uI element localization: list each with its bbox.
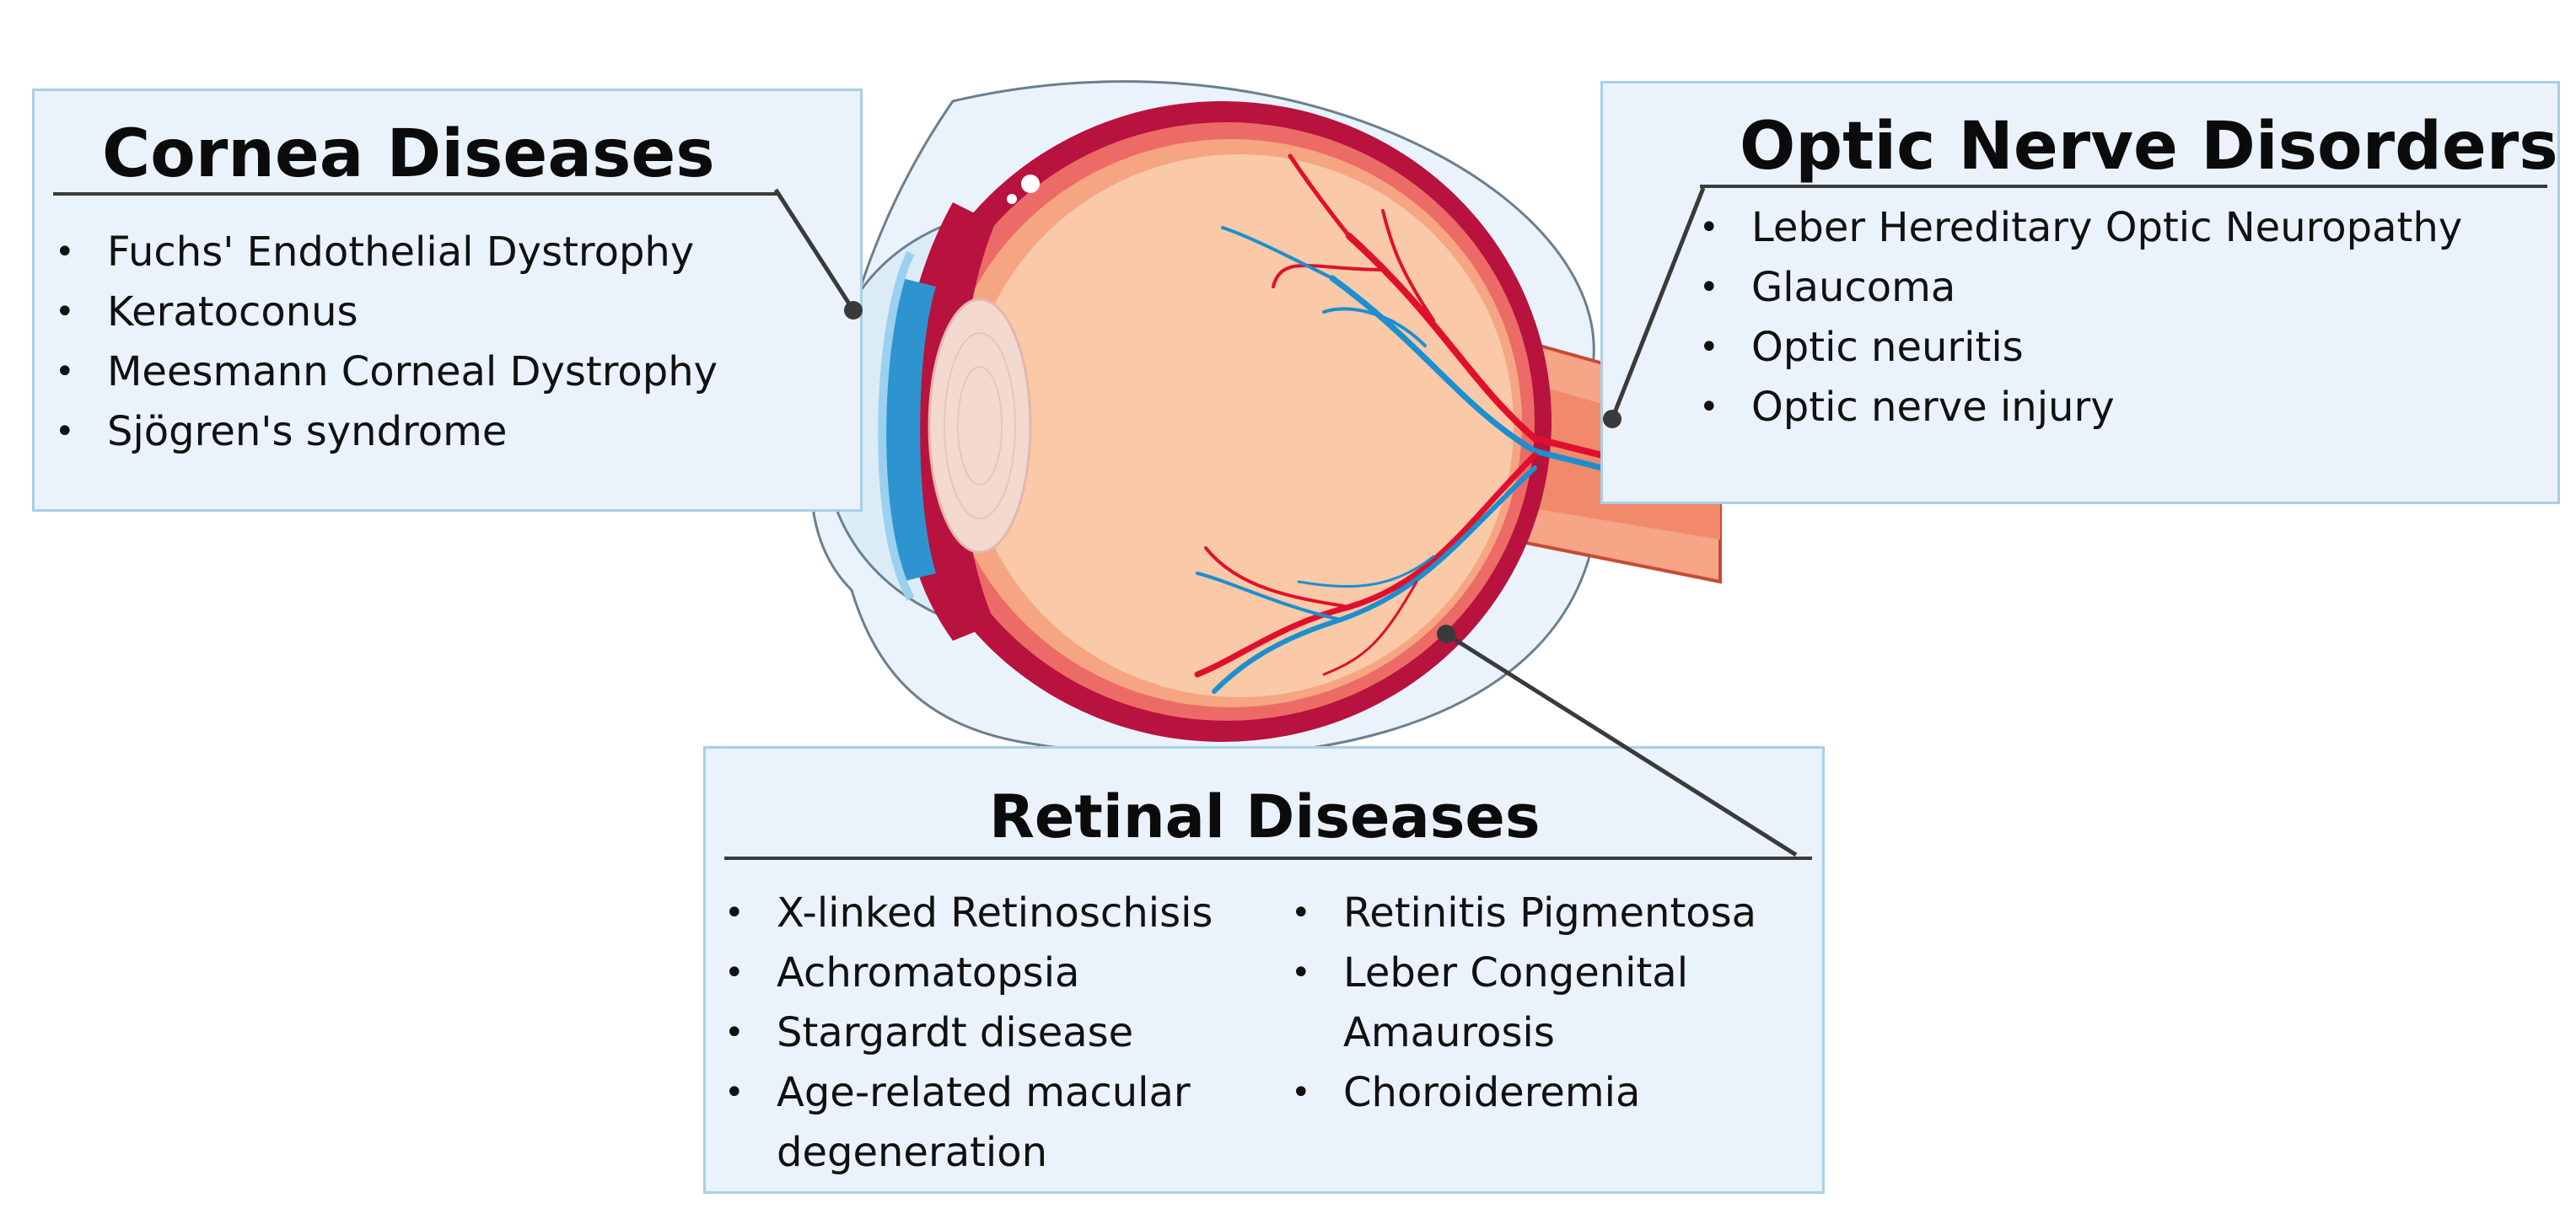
- vitreous-body: [965, 154, 1514, 697]
- cornea-disease-list: Fuchs' Endothelial Dystrophy Keratoconus…: [51, 223, 718, 462]
- optic-nerve-disorders-panel: Optic Nerve Disorders Leber Hereditary O…: [1600, 81, 2560, 504]
- list-item: Retinitis Pigmentosa: [1288, 884, 1756, 943]
- list-item: Leber Congenital Amaurosis: [1288, 943, 1748, 1063]
- iris-blue: [881, 278, 936, 582]
- list-item: Meesmann Corneal Dystrophy: [51, 342, 718, 402]
- optic-title-underline: [1700, 185, 2547, 188]
- retinal-vessels: [1194, 153, 1724, 694]
- list-item: Glaucoma: [1696, 258, 2462, 318]
- cornea-title-underline: [53, 192, 778, 196]
- retinal-disease-list-right: Retinitis Pigmentosa Leber Congenital Am…: [1288, 884, 1756, 1123]
- optic-nerve-disorders-title: Optic Nerve Disorders: [1740, 109, 2558, 185]
- retinal-diseases-title: Retinal Diseases: [989, 782, 1541, 851]
- list-item: Keratoconus: [51, 282, 718, 342]
- retinal-title-underline: [724, 857, 1812, 860]
- list-item: Stargardt disease: [721, 1003, 1232, 1063]
- list-item: Optic nerve injury: [1696, 378, 2462, 438]
- list-item: Choroideremia: [1288, 1063, 1756, 1123]
- list-item: X-linked Retinoschisis: [721, 884, 1232, 943]
- list-item: Age-related macular degeneration: [721, 1063, 1232, 1183]
- list-item: Optic neuritis: [1696, 318, 2462, 378]
- retinal-diseases-panel: Retinal Diseases X-linked Retinoschisis …: [703, 746, 1825, 1194]
- list-item: Achromatopsia: [721, 943, 1232, 1003]
- cornea-diseases-title: Cornea Diseases: [102, 116, 715, 192]
- list-item: Leber Hereditary Optic Neuropathy: [1696, 198, 2462, 258]
- cornea-diseases-panel: Cornea Diseases Fuchs' Endothelial Dystr…: [32, 89, 863, 512]
- optic-disorder-list: Leber Hereditary Optic Neuropathy Glauco…: [1696, 198, 2462, 438]
- cornea-inner: [878, 250, 915, 601]
- retinal-disease-list-left: X-linked Retinoschisis Achromatopsia Sta…: [721, 884, 1232, 1183]
- list-item: Fuchs' Endothelial Dystrophy: [51, 223, 718, 282]
- list-item: Sjögren's syndrome: [51, 402, 718, 462]
